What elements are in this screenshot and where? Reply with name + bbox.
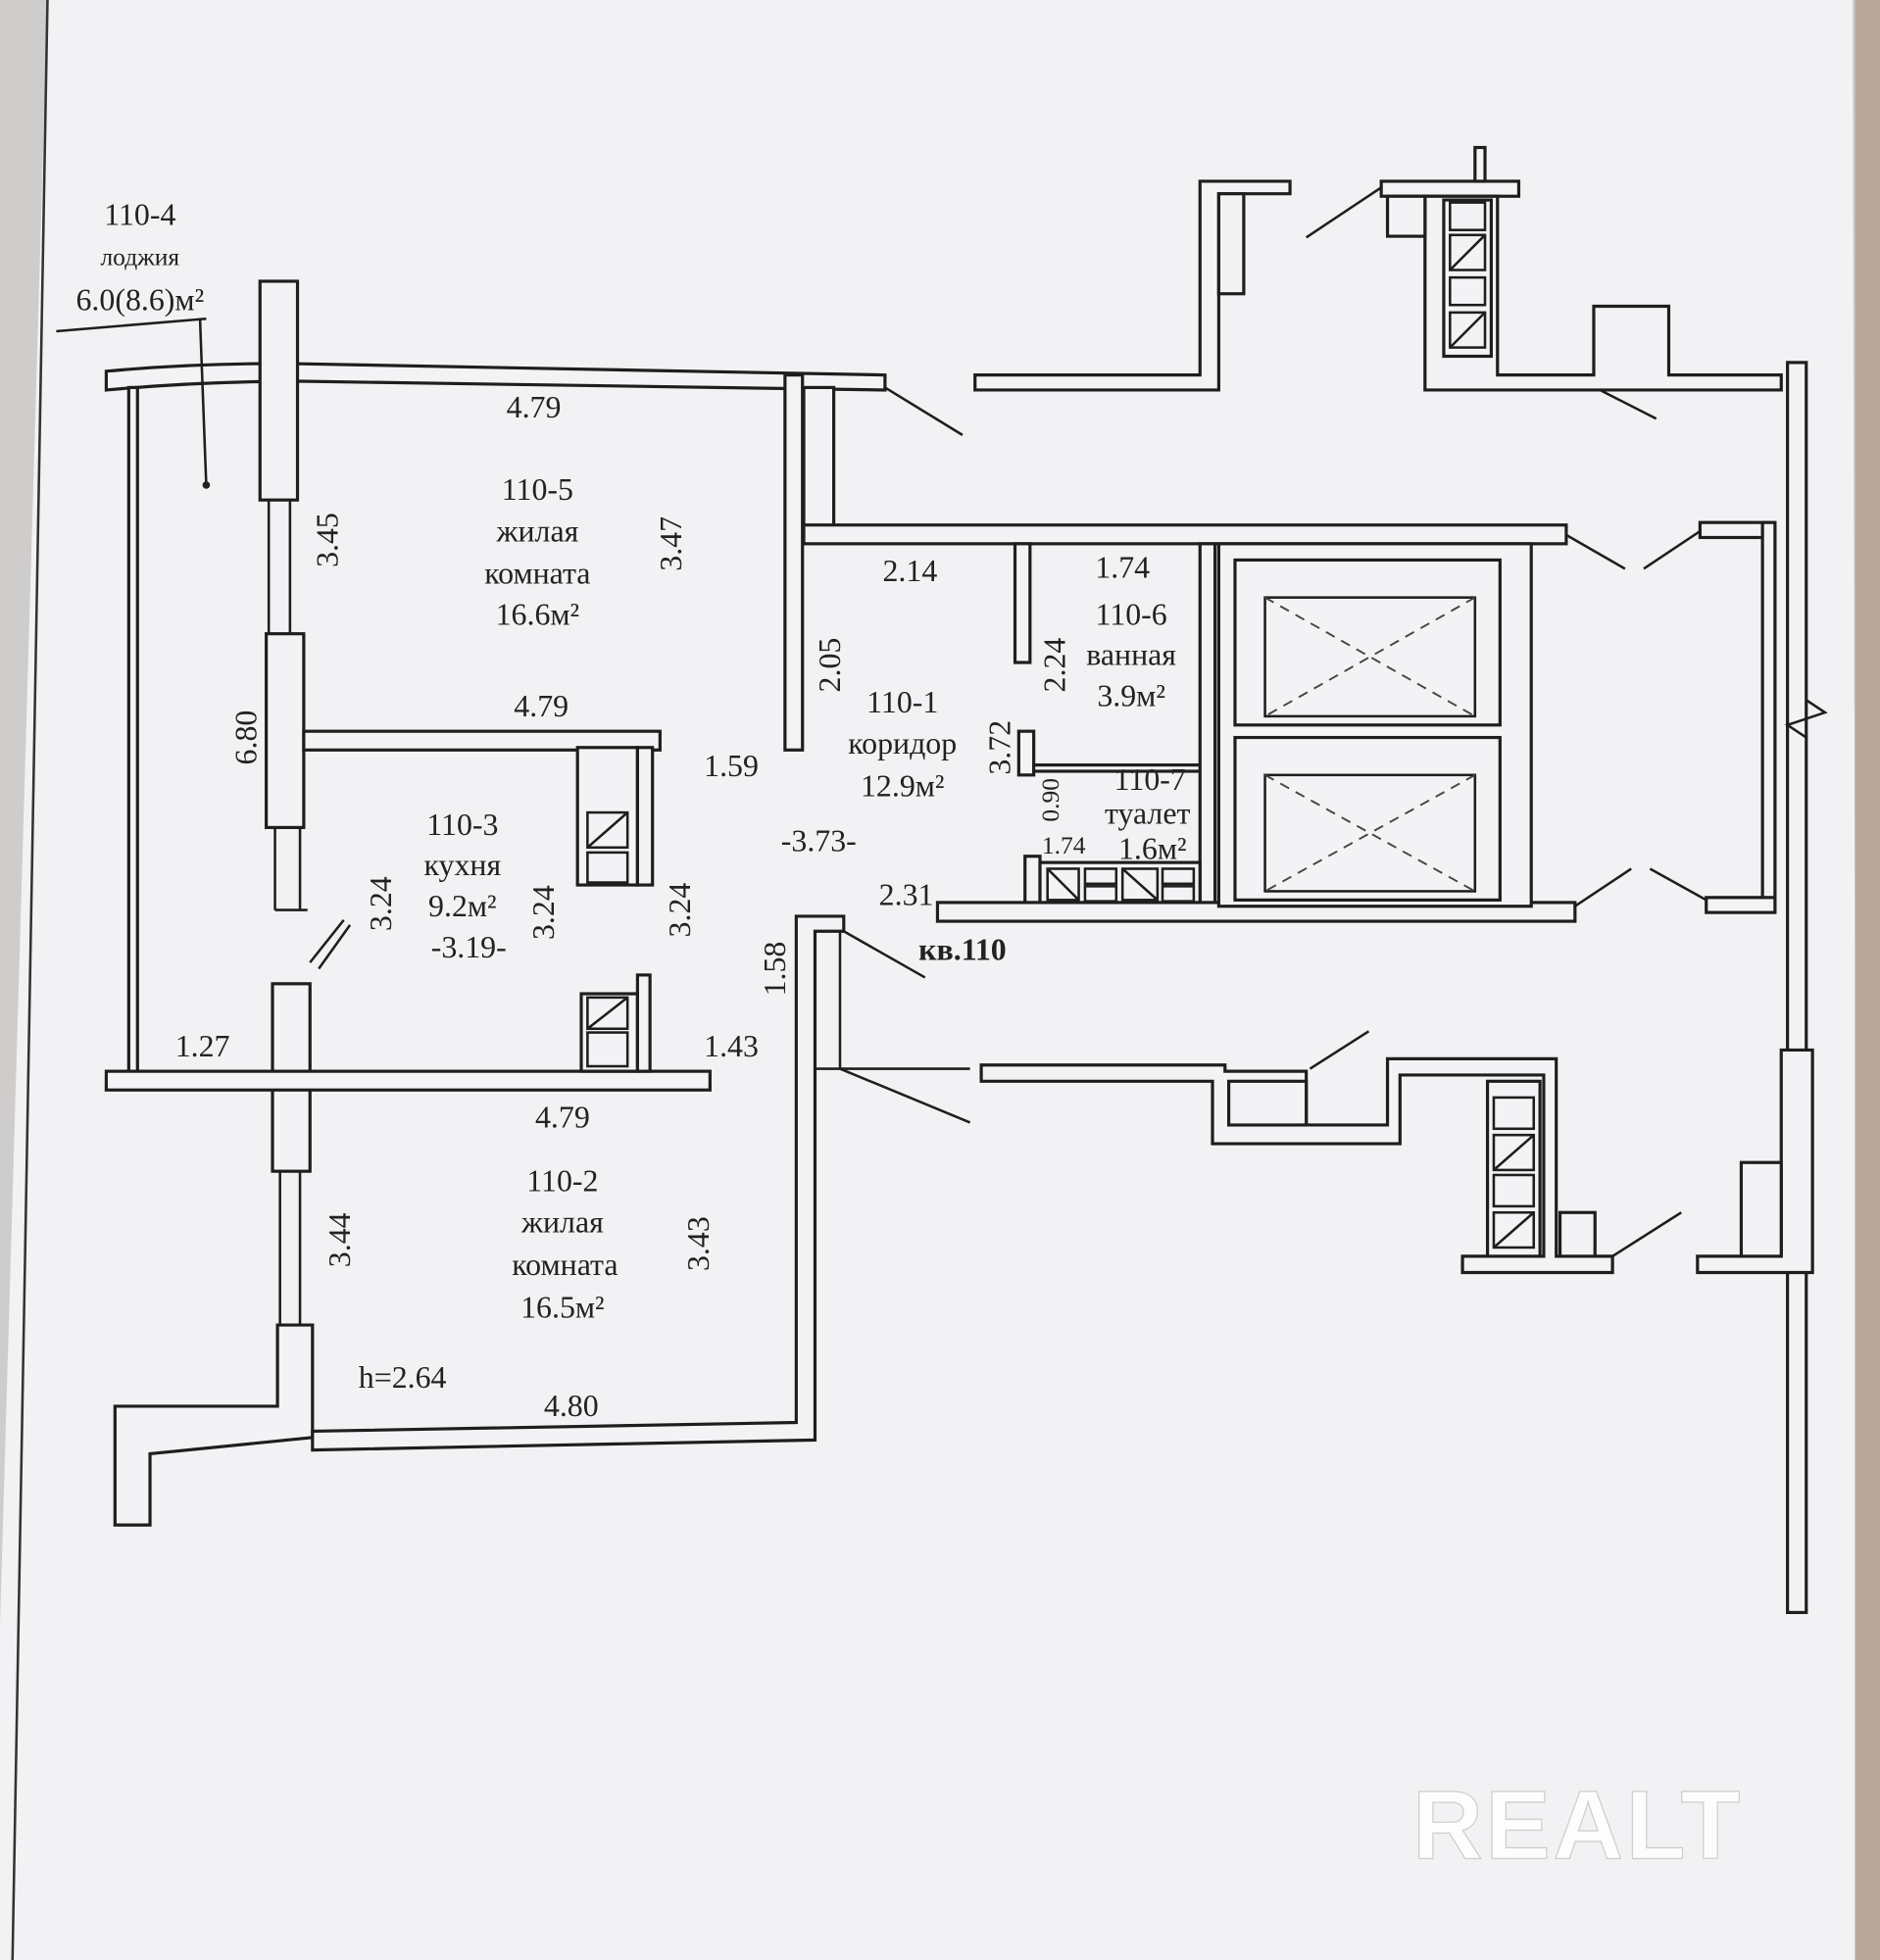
dimension: 3.72 <box>982 720 1016 775</box>
room-name: коридор <box>848 726 957 760</box>
dimension: 3.43 <box>681 1216 716 1271</box>
room-area: 12.9м² <box>861 768 945 803</box>
dimension: 1.59 <box>704 749 759 783</box>
room-loggia: 110-4 лоджия 6.0(8.6)м² <box>76 198 205 318</box>
vent-grids <box>586 201 1536 1250</box>
paper-left-edge <box>11 0 49 1960</box>
dimension: 6.80 <box>228 710 263 765</box>
dimension: 4.79 <box>507 390 562 424</box>
apartment-label: кв.110 <box>918 933 1007 967</box>
room-area: 9.2м² <box>428 889 497 923</box>
room-name: туалет <box>1105 797 1191 831</box>
dimension: 1.74 <box>1042 831 1086 859</box>
room-area: 1.6м² <box>1118 831 1187 865</box>
room-toilet: 110-7 туалет 1.6м² <box>1105 762 1191 865</box>
paper-right-edge <box>1855 0 1880 1960</box>
walls <box>104 279 1577 1527</box>
room-area: 6.0(8.6)м² <box>76 282 205 317</box>
room-id: 110-5 <box>502 472 573 507</box>
room-name: кухня <box>424 848 502 882</box>
room-name: жилая <box>495 514 578 548</box>
dimension: 3.47 <box>654 516 688 571</box>
dimension: 1.27 <box>175 1029 230 1063</box>
dimension: 3.24 <box>526 885 561 940</box>
dimension: 3.24 <box>364 876 398 931</box>
room-id: 110-1 <box>866 685 938 719</box>
room-id: 110-4 <box>104 198 175 232</box>
room-name: ванная <box>1086 638 1176 672</box>
dimension: 1.74 <box>1095 550 1150 584</box>
dimension: 2.31 <box>879 877 934 911</box>
room-kitchen: 110-3 кухня 9.2м² -3.19- <box>424 808 507 964</box>
dimension: 4.79 <box>514 689 569 723</box>
dimension: 2.24 <box>1038 638 1072 693</box>
dimension: 3.44 <box>322 1212 357 1267</box>
dimension: 1.43 <box>704 1029 759 1063</box>
dimension: 3.45 <box>310 513 344 567</box>
dimension: 3.24 <box>663 883 697 938</box>
room-area: 16.6м² <box>496 598 580 632</box>
room-id: 110-2 <box>526 1164 598 1199</box>
room-corridor: 110-1 коридор 12.9м² -3.73- <box>781 685 957 858</box>
room-bathroom: 110-6 ванная 3.9м² <box>1086 598 1176 713</box>
room-id: 110-7 <box>1114 762 1186 797</box>
room-id: 110-3 <box>426 808 498 842</box>
room-name: комната <box>484 557 590 591</box>
dimension: 4.79 <box>535 1101 590 1135</box>
ceiling-height: h=2.64 <box>359 1360 447 1395</box>
room-living-1: 110-5 жилая комната 16.6м² <box>484 472 590 632</box>
dimension: 4.80 <box>544 1389 599 1423</box>
dimension: 2.14 <box>883 554 938 588</box>
elevator-shafts <box>1216 542 1533 908</box>
room-living-2: 110-2 жилая комната 16.5м² <box>512 1164 618 1325</box>
room-extra: -3.73- <box>781 824 857 858</box>
dimensions: 4.79 3.45 3.47 6.80 4.79 1.59 3.24 3.24 … <box>175 390 1150 1423</box>
realt-watermark: REALT <box>1412 1772 1743 1881</box>
dimension: 2.05 <box>813 638 847 693</box>
room-area: 16.5м² <box>520 1290 605 1324</box>
dimension: 1.58 <box>758 942 792 997</box>
room-area: 3.9м² <box>1097 679 1165 713</box>
room-extra: -3.19- <box>431 930 507 964</box>
dimension: 0.90 <box>1036 778 1064 822</box>
room-name: жилая <box>520 1205 604 1240</box>
room-name: комната <box>512 1248 618 1282</box>
room-id: 110-6 <box>1096 598 1167 632</box>
room-name: лоджия <box>100 242 179 270</box>
